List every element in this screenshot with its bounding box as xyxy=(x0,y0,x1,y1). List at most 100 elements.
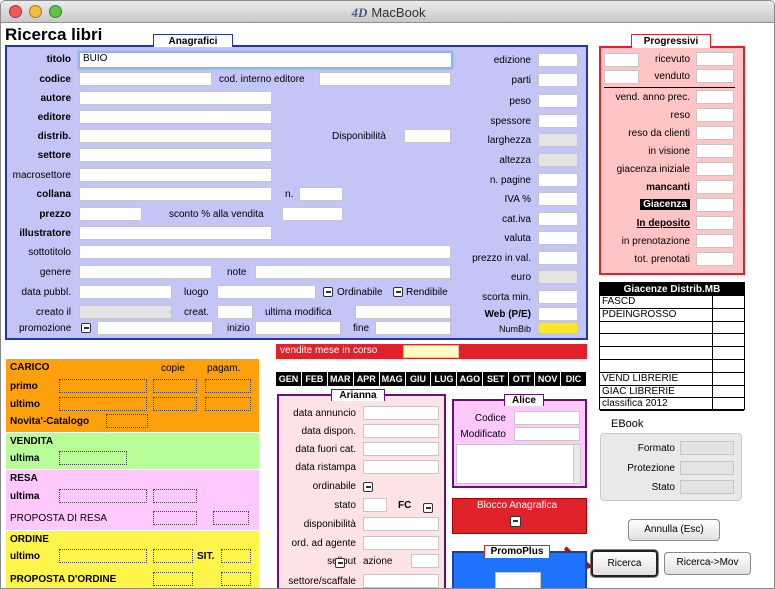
mancanti-field[interactable] xyxy=(696,180,734,194)
tot-prenotati-field[interactable] xyxy=(696,252,734,266)
data-fuori-cat-field[interactable] xyxy=(363,442,439,456)
titolo-field[interactable]: BUIO xyxy=(78,51,453,69)
cod-interno-field[interactable] xyxy=(319,72,451,86)
azione-field[interactable] xyxy=(411,554,439,568)
carico-ultimo-date[interactable] xyxy=(59,397,147,411)
valuta-field[interactable] xyxy=(538,231,578,245)
rendibile-checkbox[interactable] xyxy=(393,287,403,297)
ultima-modifica-field[interactable] xyxy=(355,305,451,319)
promozione-checkbox[interactable] xyxy=(81,323,91,333)
illustratore-field[interactable] xyxy=(79,226,272,240)
alice-modificato-field[interactable] xyxy=(514,427,580,441)
giacenza-field[interactable] xyxy=(696,198,734,212)
carico-ultimo-copie[interactable] xyxy=(153,397,197,411)
in-prenotazione-field[interactable] xyxy=(696,234,734,248)
annulla-button[interactable]: Annulla (Esc) xyxy=(628,519,720,541)
luogo-field[interactable] xyxy=(217,285,316,299)
collana-field[interactable] xyxy=(79,187,272,201)
scorta-min-field[interactable] xyxy=(538,290,578,304)
alice-notes-scrollbar[interactable] xyxy=(573,445,580,483)
cat-iva-field[interactable] xyxy=(538,212,578,226)
prezzo-field[interactable] xyxy=(79,207,142,221)
ricevuto-field[interactable] xyxy=(696,52,734,66)
edizione-field[interactable] xyxy=(538,53,578,67)
resa-ultima-copie[interactable] xyxy=(153,489,197,503)
arianna-stato-field[interactable] xyxy=(363,498,387,512)
blocco-checkbox[interactable] xyxy=(510,516,521,527)
data-pubbl-field[interactable] xyxy=(79,285,172,299)
sconto-field[interactable] xyxy=(282,207,343,221)
macrosettore-field[interactable] xyxy=(79,168,272,182)
fine-field[interactable] xyxy=(375,321,451,335)
arianna-disponibilita-field[interactable] xyxy=(363,517,439,531)
vendita-ultima-field[interactable] xyxy=(59,451,127,465)
iva-field[interactable] xyxy=(538,192,578,206)
disponibilita-field[interactable] xyxy=(404,129,451,143)
codice-field[interactable] xyxy=(79,72,212,86)
proposta-resa-field-1[interactable] xyxy=(153,511,197,525)
zoom-window-icon[interactable] xyxy=(49,5,62,18)
stato-ebook-field[interactable] xyxy=(680,480,734,494)
promozione-field[interactable] xyxy=(97,321,213,335)
vendite-mese-field[interactable] xyxy=(403,345,459,358)
minimize-window-icon[interactable] xyxy=(29,5,42,18)
carico-primo-copie[interactable] xyxy=(153,379,197,393)
spessore-field[interactable] xyxy=(538,114,578,128)
proposta-ordine-field-1[interactable] xyxy=(153,572,193,586)
parti-field[interactable] xyxy=(538,73,578,87)
sellout-checkbox[interactable] xyxy=(335,558,345,568)
proposta-resa-field-2[interactable] xyxy=(213,511,249,525)
sit-field[interactable] xyxy=(221,549,251,563)
prezzo-in-val-field[interactable] xyxy=(538,251,578,265)
carico-primo-date[interactable] xyxy=(59,379,147,393)
peso-field[interactable] xyxy=(538,94,578,108)
sottotitolo-field[interactable] xyxy=(79,245,451,259)
ricerca-button[interactable]: Ricerca xyxy=(591,550,658,577)
reso-da-clienti-field[interactable] xyxy=(696,126,734,140)
larghezza-field[interactable] xyxy=(538,133,578,147)
note-field[interactable] xyxy=(255,265,451,279)
n-pagine-field[interactable] xyxy=(538,173,578,187)
n-field[interactable] xyxy=(299,187,343,201)
formato-field[interactable] xyxy=(680,441,734,455)
ordine-ultimo-copie[interactable] xyxy=(153,549,193,563)
ordinabile-checkbox[interactable] xyxy=(323,287,333,297)
inizio-field[interactable] xyxy=(255,321,341,335)
protezione-field[interactable] xyxy=(680,461,734,475)
fc-checkbox[interactable] xyxy=(423,503,433,513)
arianna-ordinabile-checkbox[interactable] xyxy=(363,482,373,492)
autore-field[interactable] xyxy=(79,91,272,105)
close-window-icon[interactable] xyxy=(9,5,22,18)
ricerca-mov-button[interactable]: Ricerca->Mov xyxy=(664,552,751,575)
in-visione-field[interactable] xyxy=(696,144,734,158)
novita-field[interactable] xyxy=(106,414,148,428)
settore-scaffale-field[interactable] xyxy=(363,574,439,588)
promoplus-field[interactable] xyxy=(495,572,541,588)
data-annuncio-field[interactable] xyxy=(363,406,439,420)
alice-notes-area[interactable] xyxy=(456,444,581,484)
carico-primo-pagam[interactable] xyxy=(205,379,251,393)
web-field[interactable] xyxy=(538,307,578,321)
ord-ad-agente-field[interactable] xyxy=(363,536,439,550)
progressivi-extra-field-2[interactable] xyxy=(604,70,639,84)
data-dispon-field[interactable] xyxy=(363,424,439,438)
alice-codice-field[interactable] xyxy=(514,411,580,425)
carico-ultimo-pagam[interactable] xyxy=(205,397,251,411)
creat-field[interactable] xyxy=(217,305,253,319)
numbib-field[interactable] xyxy=(538,322,578,334)
genere-field[interactable] xyxy=(79,265,212,279)
editore-field[interactable] xyxy=(79,110,272,124)
giacenza-iniziale-field[interactable] xyxy=(696,162,734,176)
proposta-ordine-field-2[interactable] xyxy=(221,572,251,586)
vend-anno-prec-field[interactable] xyxy=(696,90,734,104)
in-deposito-field[interactable] xyxy=(696,216,734,230)
distrib-field[interactable] xyxy=(79,129,272,143)
data-ristampa-field[interactable] xyxy=(363,460,439,474)
altezza-field[interactable] xyxy=(538,153,578,167)
reso-field[interactable] xyxy=(696,108,734,122)
progressivi-extra-field-1[interactable] xyxy=(604,53,639,67)
venduto-field[interactable] xyxy=(696,69,734,83)
resa-ultima-date[interactable] xyxy=(59,489,147,503)
ordine-ultimo-date[interactable] xyxy=(59,549,147,563)
settore-field[interactable] xyxy=(79,148,272,162)
